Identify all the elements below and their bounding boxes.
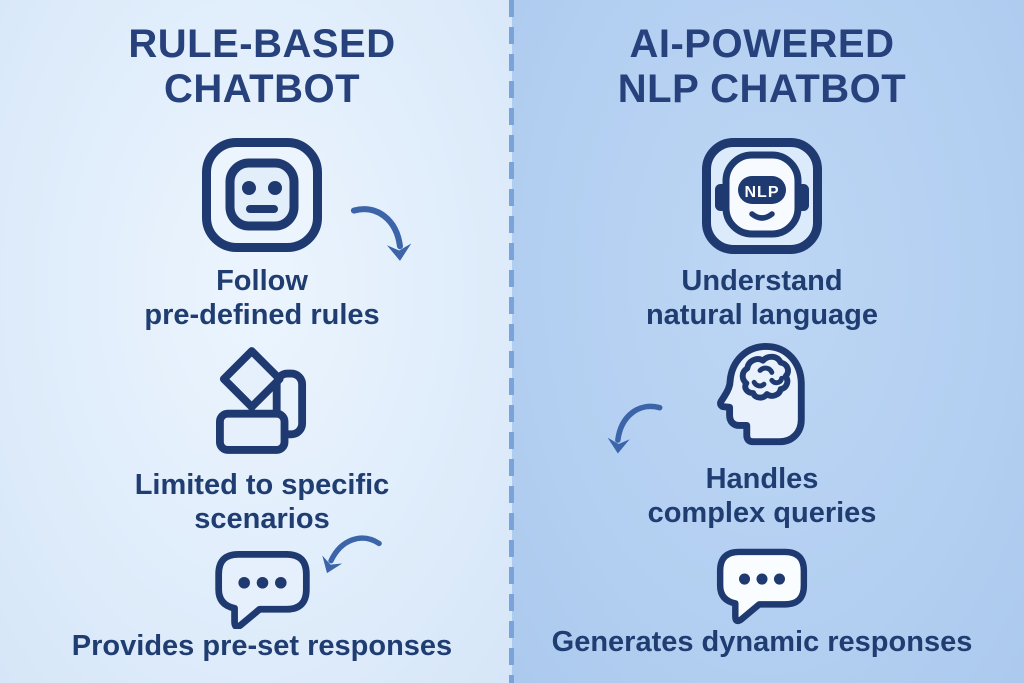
rule-based-point-3: Provides pre-set responses [72, 629, 452, 663]
label-line: complex queries [647, 497, 877, 529]
speech-bubble-icon [716, 548, 808, 625]
title-line: NLP CHATBOT [617, 67, 907, 111]
label-line: Understand [681, 265, 843, 297]
label-line: Generates dynamic responses [551, 626, 973, 658]
head-brain-icon [717, 342, 805, 446]
rule-based-title: RULE-BASED CHATBOT [128, 22, 395, 112]
curved-arrow-icon [607, 403, 663, 454]
nlp-chatbot-panel: AI-POWERED NLP CHATBOT NLP Understand na… [512, 0, 1024, 683]
nlp-badge-text: NLP [745, 184, 780, 201]
nlp-chatbot-title: AI-POWERED NLP CHATBOT [618, 22, 906, 112]
nlp-point-3: Generates dynamic responses [552, 625, 973, 659]
dashed-divider [509, 0, 514, 683]
title-line: AI-POWERED [629, 22, 895, 66]
label-line: scenarios [194, 503, 330, 535]
nlp-point-2: Handles complex queries [648, 462, 877, 530]
speech-bubble-icon [214, 550, 310, 629]
label-line: Provides pre-set responses [71, 630, 453, 662]
robot-face-icon [202, 138, 322, 252]
rule-based-panel: RULE-BASED CHATBOT Follow pre-defined ru… [0, 0, 512, 683]
title-line: CHATBOT [163, 67, 361, 111]
label-line: Follow [216, 265, 308, 297]
label-line: Limited to specific [134, 469, 390, 501]
flowchart-icon [216, 347, 307, 454]
label-line: Handles [705, 463, 819, 495]
nlp-robot-icon: NLP [702, 138, 822, 254]
label-line: natural language [645, 299, 879, 331]
curved-arrow-icon [350, 206, 412, 261]
rule-based-point-1: Follow pre-defined rules [144, 264, 379, 332]
rule-based-point-2: Limited to specific scenarios [135, 468, 390, 536]
label-line: pre-defined rules [144, 299, 380, 331]
title-line: RULE-BASED [128, 22, 396, 66]
curved-arrow-icon [322, 535, 382, 574]
nlp-point-1: Understand natural language [646, 264, 878, 332]
